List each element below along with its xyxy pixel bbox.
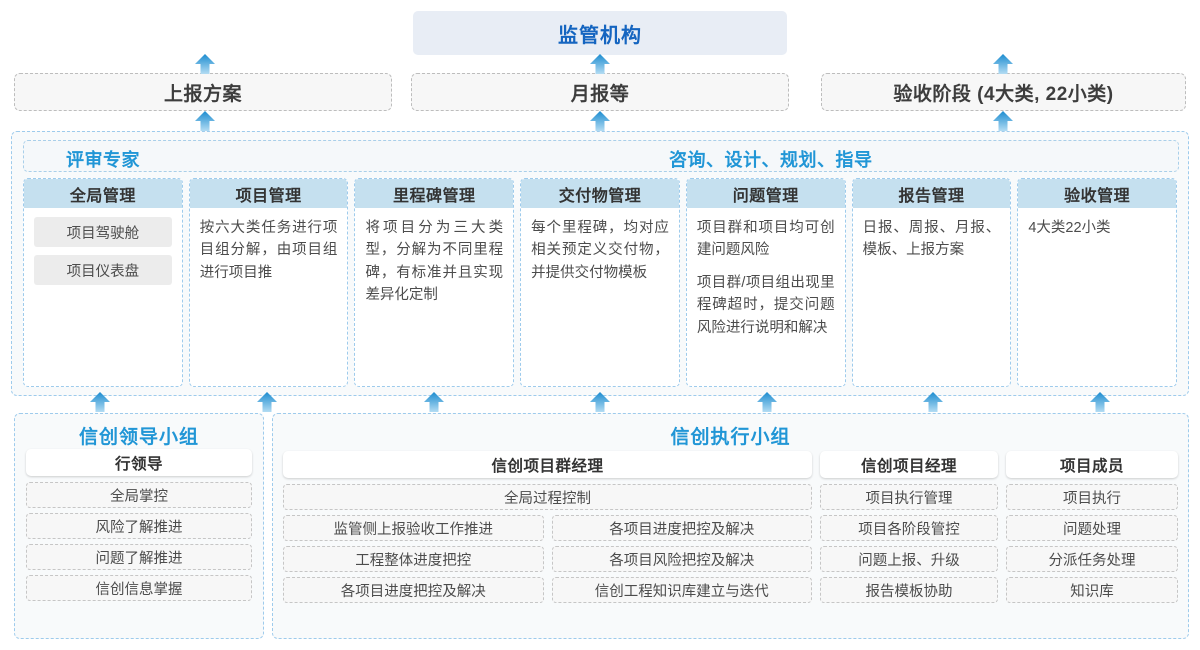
up-arrow-icon [1089,391,1111,413]
column-title: 问题管理 [686,179,845,208]
role-duty-item[interactable]: 各项目风险把控及解决 [551,546,812,572]
role-title: 行领导 [26,449,252,476]
leadership-group-title: 信创领导小组 [78,427,199,448]
report-box-acceptance-label: 验收阶段 (4大类, 22小类) [893,83,1114,105]
column-report-management[interactable]: 报告管理 日报、周报、月报、模板、上报方案 [851,178,1012,387]
report-box-plan-label: 上报方案 [163,83,242,105]
column-paragraph: 日报、周报、月报、模板、上报方案 [862,220,1001,259]
column-project-management[interactable]: 项目管理 按六大类任务进行项目组分解，由项目组进行项目推 [188,178,349,387]
role-title: 信创项目经理 [820,451,998,478]
management-columns: 全局管理 项目驾驶舱 项目仪表盘 项目管理 按六大类任务进行项目组分解，由项目组… [23,178,1178,387]
up-arrow-icon [194,53,216,75]
column-paragraph: 每个里程碑，均对应相关预定义交付物，并提供交付物模板 [531,220,669,281]
column-body: 每个里程碑，均对应相关预定义交付物，并提供交付物模板 [521,208,679,386]
management-panel: 评审专家 咨询、设计、规划、指导 全局管理 项目驾驶舱 项目仪表盘 项目管理 按… [11,131,1189,396]
role-duty-item[interactable]: 问题处理 [1006,515,1178,541]
role-title: 项目成员 [1006,451,1178,478]
execution-group-title: 信创执行小组 [670,427,791,448]
column-global-management[interactable]: 全局管理 项目驾驶舱 项目仪表盘 [23,178,183,387]
role-duty-item[interactable]: 全局掌控 [26,482,252,508]
role-duty-item[interactable]: 各项目进度把控及解决 [551,515,812,541]
management-panel-header: 评审专家 咨询、设计、规划、指导 [23,140,1179,172]
role-duty-item[interactable]: 风险了解推进 [26,513,252,539]
column-body: 按六大类任务进行项目组分解，由项目组进行项目推 [190,208,348,386]
up-arrow-icon [256,391,278,413]
column-title: 里程碑管理 [355,179,514,208]
column-deliverable-management[interactable]: 交付物管理 每个里程碑，均对应相关预定义交付物，并提供交付物模板 [520,178,680,387]
role-duty-item[interactable]: 知识库 [1006,577,1178,603]
column-title: 全局管理 [24,179,182,208]
report-box-plan: 上报方案 [14,73,392,111]
column-paragraph: 按六大类任务进行项目组分解，由项目组进行项目推 [199,220,338,281]
regulator-label: 监管机构 [558,24,642,47]
program-manager-subcolumns: 监管侧上报验收工作推进 工程整体进度把控 各项目进度把控及解决 各项目进度把控及… [283,515,812,629]
column-acceptance-management[interactable]: 验收管理 4大类22小类 [1017,178,1178,387]
column-title: 验收管理 [1018,179,1177,208]
role-column-program-manager: 信创项目群经理 全局过程控制 监管侧上报验收工作推进 工程整体进度把控 各项目进… [283,451,812,629]
role-duty-item[interactable]: 报告模板协助 [820,577,998,603]
role-duty-item[interactable]: 信创信息掌握 [26,575,252,601]
role-duty-item[interactable]: 各项目进度把控及解决 [283,577,544,603]
up-arrow-icon [589,391,611,413]
leadership-group-body: 行领导 全局掌控 风险了解推进 问题了解推进 信创信息掌握 [15,449,263,601]
role-duty-item[interactable]: 问题上报、升级 [820,546,998,572]
regulator-box: 监管机构 [413,11,787,55]
column-body: 4大类22小类 [1018,208,1176,386]
chip-item[interactable]: 项目驾驶舱 [34,217,172,247]
program-manager-subcolumn-right: 各项目进度把控及解决 各项目风险把控及解决 信创工程知识库建立与迭代 [551,515,812,629]
role-duty-item[interactable]: 项目执行管理 [820,484,998,510]
role-title: 信创项目群经理 [283,451,812,478]
column-paragraph: 项目群/项目组出现里程碑超时，提交问题风险进行说明和解决 [696,274,835,336]
role-column-project-members: 项目成员 项目执行 问题处理 分派任务处理 知识库 [1006,451,1178,629]
report-box-monthly: 月报等 [411,73,789,111]
role-duty-item[interactable]: 分派任务处理 [1006,546,1178,572]
role-column-project-manager: 信创项目经理 项目执行管理 项目各阶段管控 问题上报、升级 报告模板协助 [820,451,998,629]
column-title: 项目管理 [189,179,348,208]
report-box-monthly-label: 月报等 [570,83,630,105]
column-body: 日报、周报、月报、模板、上报方案 [853,208,1011,386]
up-arrow-icon [589,53,611,75]
column-paragraph: 项目群和项目均可创建问题风险 [696,220,835,259]
role-duty-item[interactable]: 项目各阶段管控 [820,515,998,541]
review-experts-label: 评审专家 [66,150,140,170]
execution-group-body: 信创项目群经理 全局过程控制 监管侧上报验收工作推进 工程整体进度把控 各项目进… [283,451,1178,629]
up-arrow-icon [992,53,1014,75]
column-title: 报告管理 [852,179,1011,208]
column-body: 将项目分为三大类型，分解为不同里程碑，有标准并且实现差异化定制 [355,208,513,386]
column-body: 项目群和项目均可创建问题风险 项目群/项目组出现里程碑超时，提交问题风险进行说明… [687,208,845,386]
execution-group: 信创执行小组 信创项目群经理 全局过程控制 监管侧上报验收工作推进 工程整体进度… [272,413,1189,639]
program-manager-subcolumn-left: 监管侧上报验收工作推进 工程整体进度把控 各项目进度把控及解决 [283,515,544,629]
up-arrow-icon [756,391,778,413]
role-duty-item[interactable]: 监管侧上报验收工作推进 [283,515,544,541]
leadership-group: 信创领导小组 行领导 全局掌控 风险了解推进 问题了解推进 信创信息掌握 [14,413,264,639]
up-arrow-icon [194,110,216,132]
up-arrow-icon [423,391,445,413]
column-title: 交付物管理 [521,179,679,208]
role-column-bank-leader: 行领导 全局掌控 风险了解推进 问题了解推进 信创信息掌握 [26,449,252,601]
role-duty-item[interactable]: 信创工程知识库建立与迭代 [551,577,812,603]
up-arrow-icon [922,391,944,413]
role-duty-item[interactable]: 项目执行 [1006,484,1178,510]
up-arrow-icon [89,391,111,413]
column-paragraph: 4大类22小类 [1028,220,1111,236]
role-duty-item[interactable]: 工程整体进度把控 [283,546,544,572]
report-box-acceptance: 验收阶段 (4大类, 22小类) [821,73,1186,111]
consulting-label: 咨询、设计、规划、指导 [669,150,873,170]
up-arrow-icon [589,110,611,132]
column-milestone-management[interactable]: 里程碑管理 将项目分为三大类型，分解为不同里程碑，有标准并且实现差异化定制 [354,178,515,387]
column-issue-management[interactable]: 问题管理 项目群和项目均可创建问题风险 项目群/项目组出现里程碑超时，提交问题风… [685,178,846,387]
role-duty-item[interactable]: 问题了解推进 [26,544,252,570]
column-body: 项目驾驶舱 项目仪表盘 [24,208,182,386]
chip-item[interactable]: 项目仪表盘 [34,255,172,285]
role-duty-item[interactable]: 全局过程控制 [283,484,812,510]
up-arrow-icon [992,110,1014,132]
column-paragraph: 将项目分为三大类型，分解为不同里程碑，有标准并且实现差异化定制 [365,220,504,304]
